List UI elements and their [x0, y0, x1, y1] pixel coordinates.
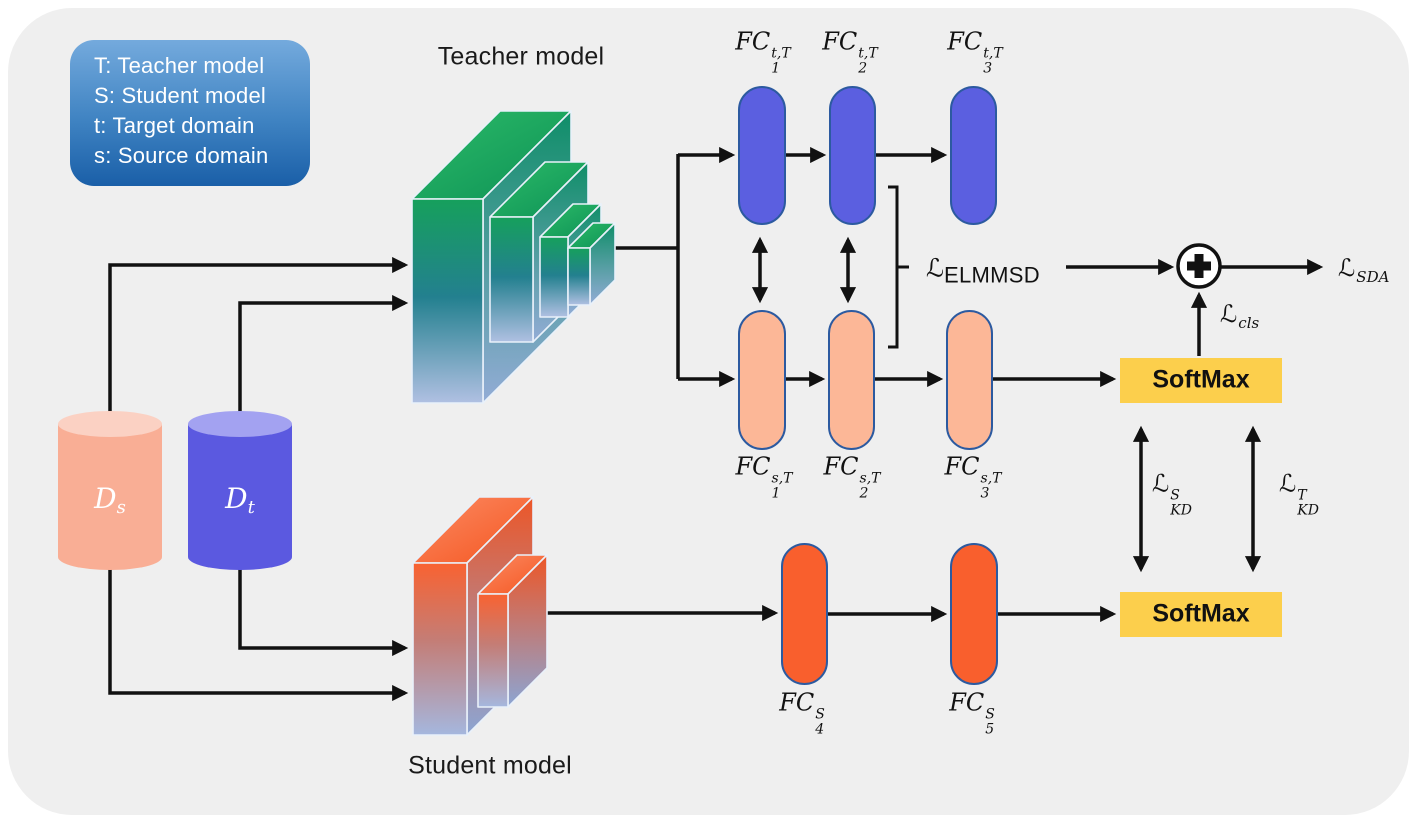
teacher-model-blocks: [411, 110, 616, 404]
target-cylinder-top: [188, 411, 292, 437]
fc4-student-pill: [781, 543, 828, 685]
source-cylinder-body: [58, 424, 162, 570]
teacher-output-branch: [612, 154, 680, 379]
teacher-block4-front: [567, 247, 591, 306]
arrow-source-to-teacher: [108, 256, 409, 430]
student-model-blocks: [412, 496, 548, 736]
student-block1-front: [412, 562, 468, 736]
fc1-teacher-target-pill: [738, 86, 786, 225]
flow-arrows: [108, 146, 1324, 702]
legend-line-student: S: Student model: [94, 83, 266, 108]
sum-node: [1176, 243, 1222, 289]
fc-pills: [738, 86, 998, 685]
fc3-teacher-target-pill: [950, 86, 997, 225]
teacher-block2-front: [489, 216, 534, 343]
softmax-teacher-box: [1120, 358, 1282, 403]
legend: T: Teacher model S: Student model t: Tar…: [70, 40, 310, 186]
legend-line-teacher: T: Teacher model: [94, 53, 265, 78]
source-cylinder-top: [58, 411, 162, 437]
plus-icon: [1187, 254, 1211, 278]
arrow-source-to-student: [108, 545, 409, 702]
source-dataset-cylinder: [58, 411, 162, 570]
fc2-teacher-source-pill: [828, 310, 875, 450]
fc5-student-pill: [950, 543, 998, 685]
student-block2-front: [477, 593, 509, 708]
target-cylinder-body: [188, 424, 292, 570]
fc1-teacher-source-pill: [738, 310, 786, 450]
fc2-teacher-target-pill: [829, 86, 876, 225]
fc3-teacher-source-pill: [946, 310, 993, 450]
target-dataset-cylinder: [188, 411, 292, 570]
teacher-block1-front: [411, 198, 484, 404]
teacher-block3-front: [539, 236, 569, 318]
legend-line-target: t: Target domain: [94, 113, 255, 138]
elmmsd-bracket: [888, 185, 909, 349]
softmax-student-box: [1120, 592, 1282, 637]
legend-line-source: s: Source domain: [94, 143, 269, 168]
arrow-target-to-teacher: [238, 294, 409, 430]
arrow-target-to-student: [238, 545, 409, 657]
